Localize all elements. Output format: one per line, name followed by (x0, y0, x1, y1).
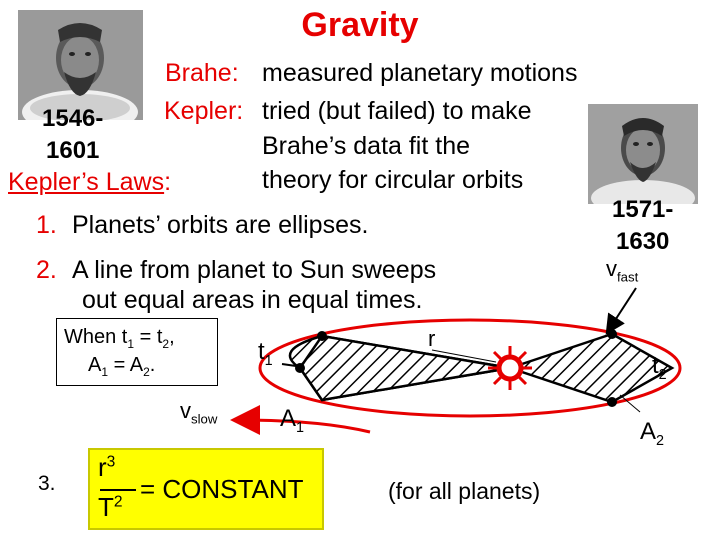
kepler-line-1: tried (but failed) to make (262, 97, 532, 125)
law-2-line-2: out equal areas in equal times. (82, 286, 423, 314)
kepler-line-3: theory for circular orbits (262, 166, 524, 194)
planet-dot-t2-end (607, 397, 617, 407)
condition-t-sub-1: 1 (127, 337, 135, 351)
orbit-ellipse (258, 318, 682, 418)
planet-dot-t2-start (607, 329, 617, 339)
vslow-letter: v (180, 398, 191, 423)
a2-pointer (619, 394, 641, 413)
brahe-label: Brahe: (165, 59, 239, 87)
area-sector-a2 (506, 332, 675, 404)
planet-dot-t1-end (295, 363, 305, 373)
vfast-arrow (605, 287, 637, 335)
kepler-portrait (588, 104, 698, 204)
law-2-number: 2. (36, 256, 57, 284)
fraction-bar (100, 489, 136, 491)
law-3-number: 3. (38, 472, 56, 495)
a2-subscript: 2 (656, 432, 665, 449)
condition-dot: . (149, 354, 156, 376)
vfast-label: vfast (606, 256, 638, 284)
formula-t-exponent: 2 (113, 493, 123, 511)
kepler-birth-year: 1571- (612, 196, 674, 223)
condition-eq: = t (134, 326, 163, 348)
vslow-arrow (230, 405, 371, 436)
vslow-label: vslow (180, 398, 217, 426)
t1-subscript: 1 (264, 352, 273, 369)
t1-letter: t (258, 338, 265, 365)
laws-heading-text: Kepler’s Laws (8, 168, 165, 196)
laws-heading-colon: : (164, 168, 172, 196)
laws-heading: Kepler’s Laws: (8, 168, 171, 197)
a1-subscript: 1 (296, 419, 305, 436)
t2-label: t2 (652, 352, 667, 383)
brahe-death-year: 1601 (46, 137, 100, 164)
planet-dot-t1-start (317, 331, 327, 341)
a2-label: A2 (640, 418, 664, 449)
brahe-birth-year: 1546- (42, 105, 104, 132)
condition-box (56, 318, 218, 386)
vfast-subscript: fast (617, 269, 639, 285)
condition-comma: , (169, 326, 175, 348)
kepler-death-year: 1630 (616, 228, 670, 255)
brahe-portrait (18, 10, 143, 120)
vslow-subscript: slow (191, 411, 218, 427)
formula-rhs: = CONSTANT (140, 474, 304, 504)
area-sector-a1-fill (298, 334, 511, 402)
t1-pointer (281, 363, 297, 367)
sun-icon (488, 346, 532, 390)
condition-eq-2: = A (108, 354, 144, 376)
law-2-line-1: A line from planet to Sun sweeps (72, 256, 437, 284)
brahe-description: measured planetary motions (262, 59, 578, 87)
t2-letter: t (652, 352, 659, 379)
vfast-letter: v (606, 256, 617, 281)
formula-numerator: r3 (98, 452, 115, 483)
t1-label: t1 (258, 338, 273, 369)
a1-letter: A (280, 405, 297, 432)
law-1-text: Planets’ orbits are ellipses. (72, 211, 369, 239)
condition-a-sub-1: 1 (101, 365, 109, 379)
condition-t-sub-2: 2 (162, 337, 170, 351)
a1-label: A1 (280, 405, 304, 436)
brahe-portrait-image (18, 10, 143, 120)
kepler-portrait-image (588, 104, 698, 204)
condition-line-2: A1 = A2. (88, 354, 155, 379)
law-1-number: 1. (36, 211, 57, 239)
kepler-label: Kepler: (164, 97, 244, 125)
condition-t: When t (64, 326, 128, 348)
radius-line (431, 349, 497, 363)
formula-r: r (98, 452, 107, 482)
page-title: Gravity (301, 6, 419, 44)
formula-t: T (98, 492, 114, 522)
condition-a-sub-2: 2 (143, 365, 150, 379)
formula-r-exponent: 3 (106, 453, 116, 471)
r-label: r (428, 326, 436, 351)
a2-letter: A (640, 418, 657, 445)
formula-denominator: T2 (98, 492, 123, 523)
formula-note: (for all planets) (388, 478, 541, 504)
condition-a: A (88, 354, 102, 376)
condition-line-1: When t1 = t2, (64, 326, 175, 351)
t2-subscript: 2 (658, 366, 667, 383)
kepler-line-2: Brahe’s data fit the (262, 132, 471, 160)
